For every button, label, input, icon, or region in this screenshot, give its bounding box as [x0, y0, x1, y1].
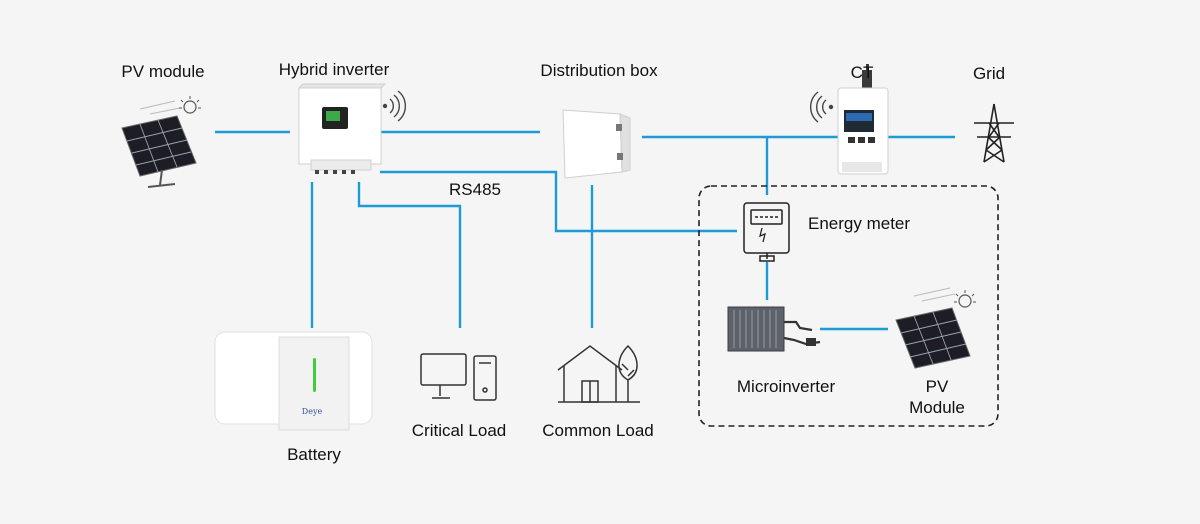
- hybrid-inverter-icon: [297, 83, 387, 174]
- common-load-label: Common Load: [542, 421, 654, 440]
- transmission-tower-icon: [974, 103, 1014, 163]
- battery-icon: Deye: [214, 331, 373, 431]
- microinverter-icon: [727, 306, 821, 352]
- wifi-signal-icon: [382, 90, 407, 122]
- distribution-box-icon: [562, 109, 631, 179]
- battery-brand: Deye: [302, 407, 323, 416]
- energy-meter-icon: [743, 202, 790, 262]
- connection-wires: [215, 130, 955, 331]
- pv-module-2-label-line2: Module: [909, 398, 965, 417]
- grid-label: Grid: [972, 64, 1006, 83]
- sun-icon: [954, 290, 976, 308]
- microinverter-group-box: [698, 185, 999, 427]
- hybrid-inverter-label: Hybrid inverter: [278, 60, 390, 79]
- distribution-box-label: Distribution box: [540, 61, 658, 80]
- rs485-label: RS485: [449, 180, 501, 199]
- microinverter-label: Microinverter: [736, 377, 836, 396]
- ct-sensor-icon: [837, 64, 889, 175]
- house-icon: [557, 344, 640, 403]
- wifi-signal-icon: [809, 91, 834, 123]
- wire-rs485: [380, 170, 737, 233]
- energy-meter-label: Energy meter: [808, 214, 911, 233]
- solar-panel-icon: [121, 100, 197, 188]
- ct-label: CT: [850, 63, 874, 82]
- sun-icon: [179, 96, 201, 114]
- critical-load-label: Critical Load: [411, 421, 507, 440]
- wire-inverter-critical-load: [357, 182, 462, 328]
- solar-panel-icon: [895, 287, 971, 369]
- computer-icon: [420, 353, 497, 401]
- pv-module-label: PV module: [121, 62, 205, 81]
- pv-module-2-label-line1: PV: [925, 377, 949, 396]
- battery-label: Battery: [287, 445, 341, 464]
